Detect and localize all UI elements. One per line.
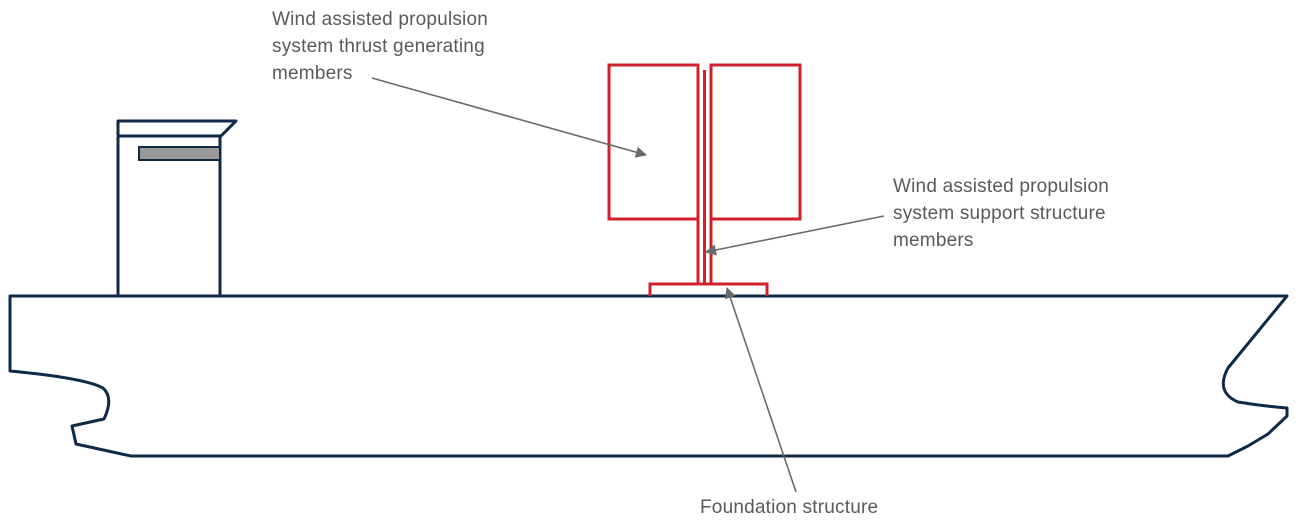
thrust-leader-arrow	[371, 77, 648, 158]
wind-propulsion-system	[607, 63, 802, 296]
foundation-leader-arrow	[724, 286, 797, 493]
ship-hull	[8, 294, 1289, 458]
support-members-label-line-2: system support structure	[893, 203, 1106, 224]
thrust-members-label-line-2: system thrust generating	[272, 36, 485, 57]
support-members-label-line-3: members	[893, 230, 974, 251]
thrust-member-left	[607, 63, 700, 221]
support-leader-arrow	[704, 215, 885, 256]
bridge-window	[138, 146, 221, 161]
support-members-label-line-1: Wind assisted propulsion	[893, 176, 1110, 197]
foundation-plate	[648, 282, 769, 296]
deckhouse-roof	[116, 119, 238, 138]
foundation-label: Foundation structure	[700, 494, 878, 521]
support-members-label: Wind assisted propulsion system support …	[893, 173, 1109, 254]
deckhouse	[116, 119, 238, 298]
thrust-members-label-line-3: members	[272, 63, 353, 84]
leader-lines	[371, 77, 885, 493]
thrust-members-label-line-1: Wind assisted propulsion	[272, 9, 489, 30]
foundation-label-line-1: Foundation structure	[700, 497, 879, 518]
thrust-members-label: Wind assisted propulsion system thrust g…	[272, 6, 488, 87]
deckhouse-body	[116, 134, 222, 298]
thrust-member-right	[709, 63, 802, 221]
